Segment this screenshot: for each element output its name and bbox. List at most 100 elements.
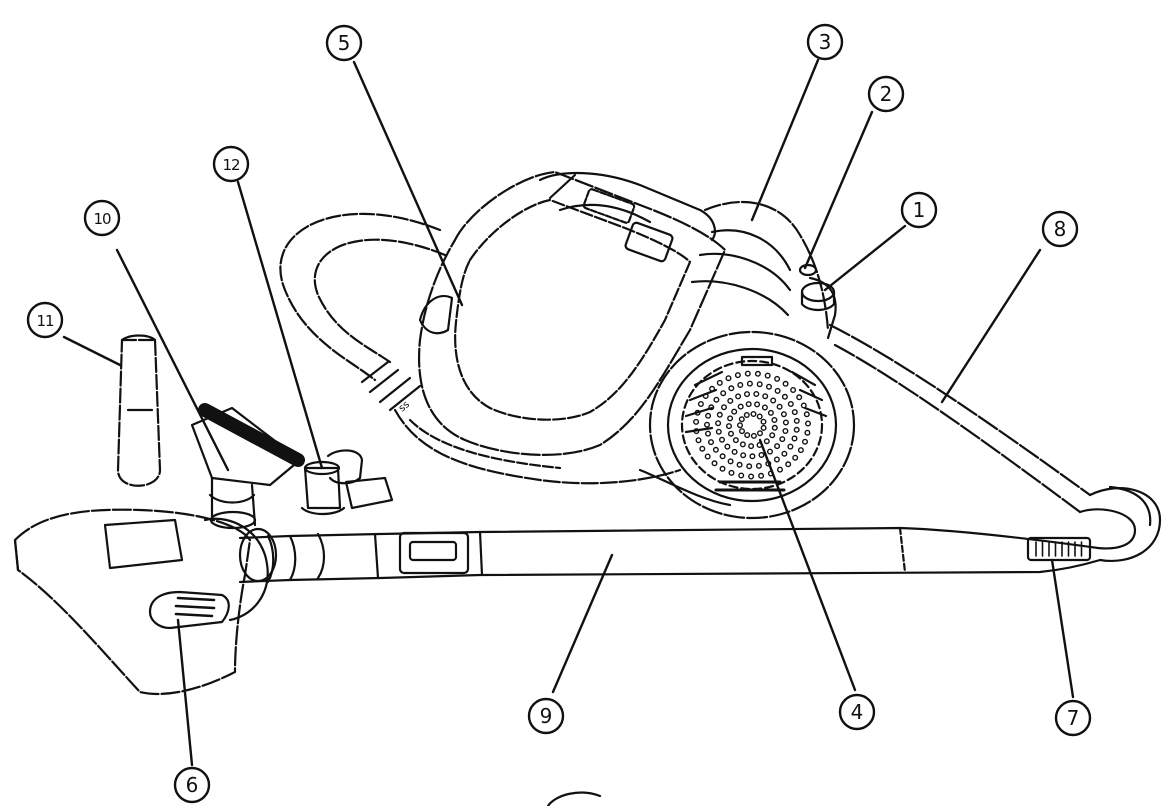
- grille-dot: [719, 453, 726, 460]
- grille-dot: [761, 404, 768, 411]
- grille-dot: [726, 423, 733, 430]
- grille-dot: [705, 412, 712, 419]
- grille-dot: [716, 411, 723, 418]
- grille-dot: [804, 429, 811, 436]
- callout-10: 10: [93, 210, 111, 228]
- callout-5: 5: [338, 31, 351, 55]
- grille-dot: [748, 443, 755, 450]
- grille-dot: [777, 466, 784, 473]
- grille-dot: [767, 409, 774, 416]
- callout-11: 11: [36, 312, 54, 330]
- dust-container: [418, 170, 727, 457]
- grille-dot: [731, 408, 738, 415]
- grille-dot: [697, 401, 704, 408]
- grille-dot: [771, 424, 778, 431]
- adapters: [300, 449, 394, 516]
- floor-nozzle: [13, 508, 278, 696]
- grille-dot: [750, 432, 757, 439]
- grille-dot: [802, 438, 809, 445]
- telescopic-tube: [238, 526, 1102, 584]
- exhaust-filter-wheel: [648, 330, 856, 520]
- callout-2: 2: [880, 82, 893, 106]
- grille-dot: [763, 438, 770, 445]
- grille-dot: [773, 456, 780, 463]
- grille-dot: [721, 404, 728, 411]
- grille-dot: [758, 452, 765, 459]
- callout-12: 12: [222, 156, 240, 174]
- grille-dot: [695, 437, 702, 444]
- grille-dot: [800, 402, 807, 409]
- callout-4: 4: [851, 700, 864, 724]
- callout-7: 7: [1067, 706, 1080, 730]
- grille-dot: [737, 382, 744, 389]
- grille-dot: [793, 417, 800, 424]
- grille-dot: [715, 420, 722, 427]
- grille-dot: [762, 393, 769, 400]
- grille-dot: [731, 448, 738, 455]
- grille-dot: [738, 472, 745, 479]
- grille-dot: [774, 443, 781, 450]
- grille-dot: [727, 415, 734, 422]
- callout-9: 9: [540, 704, 553, 728]
- grille-dot: [797, 447, 804, 454]
- grille-dot: [708, 439, 715, 446]
- grille-dot: [744, 391, 751, 398]
- grille-dot: [737, 403, 744, 410]
- grille-dot: [756, 413, 763, 420]
- grille-dot: [769, 432, 776, 439]
- leader-lines: [62, 58, 1075, 767]
- grille-dot: [753, 391, 760, 398]
- grille-dot: [738, 416, 745, 423]
- grille-dot: [737, 422, 744, 429]
- crevice-tool: [116, 334, 162, 487]
- grille-dot: [787, 443, 794, 450]
- grille-dot: [792, 454, 799, 461]
- grille-dot: [760, 418, 767, 425]
- grille-dot: [736, 461, 743, 468]
- grille-dot: [744, 370, 751, 377]
- grille-dot: [732, 437, 739, 444]
- grille-dot: [711, 460, 718, 467]
- grille-dot: [780, 411, 787, 418]
- grille-dot: [728, 385, 735, 392]
- grille-dot: [740, 452, 747, 459]
- grille-dot: [720, 390, 727, 397]
- grille-dot: [715, 428, 722, 435]
- grille-dot: [764, 372, 771, 379]
- callout-circles: [26, 23, 1092, 804]
- grille-dot: [719, 436, 726, 443]
- grille-dot: [702, 393, 709, 400]
- power-slider-ticks: [1035, 541, 1083, 557]
- grille-dot: [771, 417, 778, 424]
- grille-dot: [727, 397, 734, 404]
- grille-dot: [746, 380, 753, 387]
- grille-dot: [739, 428, 746, 435]
- grille-dot: [708, 404, 715, 411]
- grille-dot: [709, 385, 716, 392]
- grille-dot: [790, 387, 797, 394]
- grille-dot: [782, 419, 789, 426]
- grille-dot: [719, 465, 726, 472]
- grille-dot: [758, 472, 765, 479]
- grille-dot: [728, 430, 735, 437]
- callout-3: 3: [819, 30, 832, 54]
- grille-dot: [724, 443, 731, 450]
- grille-dot: [735, 393, 742, 400]
- grille-dot: [739, 441, 746, 448]
- handle-fragment: [546, 791, 602, 806]
- hose: [828, 323, 1162, 563]
- brush-tool: [190, 406, 302, 530]
- grille-dot: [755, 462, 762, 469]
- grille-dot: [779, 436, 786, 443]
- grille-dot: [748, 473, 755, 480]
- grille-dot: [716, 379, 723, 386]
- grille-dot: [754, 370, 761, 377]
- grille-dot: [705, 430, 712, 437]
- grille-dot: [796, 394, 803, 401]
- grille-dot: [757, 430, 764, 437]
- brush-bristles: [198, 403, 305, 467]
- grille-dot: [754, 401, 761, 408]
- grille-dot: [694, 409, 701, 416]
- grille-dot: [727, 458, 734, 465]
